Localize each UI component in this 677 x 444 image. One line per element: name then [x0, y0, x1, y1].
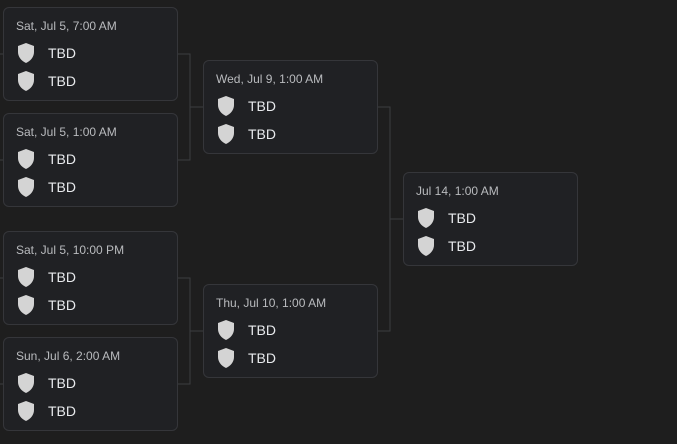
match-card-r1-4[interactable]: Sun, Jul 6, 2:00 AM TBD TBD — [3, 337, 178, 431]
match-card-final[interactable]: Jul 14, 1:00 AM TBD TBD — [403, 172, 578, 266]
team-name: TBD — [448, 238, 476, 254]
team-row[interactable]: TBD — [16, 41, 76, 65]
team-row[interactable]: TBD — [416, 206, 476, 230]
shield-icon — [218, 320, 234, 340]
team-row[interactable]: TBD — [216, 94, 276, 118]
shield-icon — [18, 295, 34, 315]
team-name: TBD — [48, 403, 76, 419]
team-name: TBD — [48, 269, 76, 285]
shield-icon — [218, 96, 234, 116]
shield-icon — [18, 373, 34, 393]
match-card-r1-3[interactable]: Sat, Jul 5, 10:00 PM TBD TBD — [3, 231, 178, 325]
team-row[interactable]: TBD — [16, 147, 76, 171]
team-row[interactable]: TBD — [16, 265, 76, 289]
team-name: TBD — [448, 210, 476, 226]
match-date: Thu, Jul 10, 1:00 AM — [216, 296, 327, 310]
match-card-r1-1[interactable]: Sat, Jul 5, 7:00 AM TBD TBD — [3, 7, 178, 101]
team-name: TBD — [48, 297, 76, 313]
shield-icon — [418, 236, 434, 256]
team-name: TBD — [48, 73, 76, 89]
match-card-r2-2[interactable]: Thu, Jul 10, 1:00 AM TBD TBD — [203, 284, 378, 378]
shield-icon — [18, 401, 34, 421]
team-row[interactable]: TBD — [16, 399, 76, 423]
match-date: Jul 14, 1:00 AM — [416, 184, 499, 198]
shield-icon — [18, 43, 34, 63]
team-row[interactable]: TBD — [16, 175, 76, 199]
match-date: Sat, Jul 5, 10:00 PM — [16, 243, 125, 257]
team-name: TBD — [48, 179, 76, 195]
team-name: TBD — [248, 350, 276, 366]
shield-icon — [18, 177, 34, 197]
team-name: TBD — [248, 126, 276, 142]
team-name: TBD — [48, 151, 76, 167]
team-row[interactable]: TBD — [216, 122, 276, 146]
team-name: TBD — [248, 322, 276, 338]
team-name: TBD — [48, 375, 76, 391]
team-row[interactable]: TBD — [216, 318, 276, 342]
shield-icon — [218, 124, 234, 144]
team-row[interactable]: TBD — [216, 346, 276, 370]
team-row[interactable]: TBD — [16, 293, 76, 317]
match-card-r1-2[interactable]: Sat, Jul 5, 1:00 AM TBD TBD — [3, 113, 178, 207]
shield-icon — [18, 71, 34, 91]
team-name: TBD — [248, 98, 276, 114]
match-date: Wed, Jul 9, 1:00 AM — [216, 72, 324, 86]
team-name: TBD — [48, 45, 76, 61]
shield-icon — [418, 208, 434, 228]
match-card-r2-1[interactable]: Wed, Jul 9, 1:00 AM TBD TBD — [203, 60, 378, 154]
match-date: Sat, Jul 5, 7:00 AM — [16, 19, 117, 33]
team-row[interactable]: TBD — [16, 371, 76, 395]
match-date: Sun, Jul 6, 2:00 AM — [16, 349, 121, 363]
team-row[interactable]: TBD — [416, 234, 476, 258]
shield-icon — [18, 267, 34, 287]
match-date: Sat, Jul 5, 1:00 AM — [16, 125, 117, 139]
shield-icon — [18, 149, 34, 169]
team-row[interactable]: TBD — [16, 69, 76, 93]
shield-icon — [218, 348, 234, 368]
